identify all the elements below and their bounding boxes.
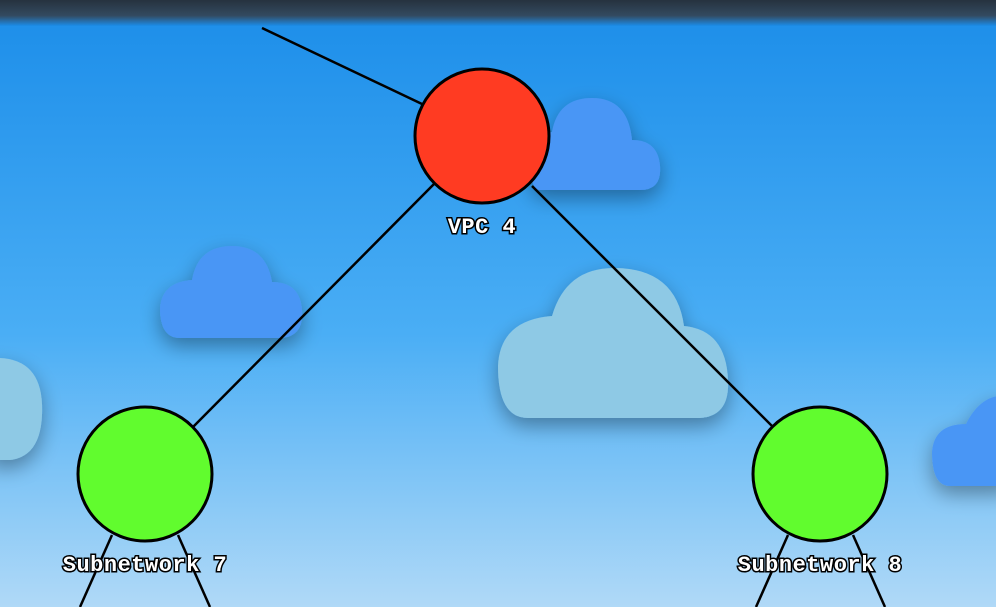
vpc-node-label: VPC 4 — [448, 215, 517, 240]
edge-subnetwork-7-child-left — [78, 534, 114, 607]
cloud-icon — [498, 268, 729, 418]
vpc-node-circle[interactable] — [413, 67, 551, 205]
edge-vpc-to-subnetwork-8 — [531, 185, 773, 427]
edge-vpc-to-subnetwork-7 — [192, 183, 435, 428]
node-subnetwork-8[interactable]: Subnetwork 8 — [736, 405, 903, 580]
cloud-icon — [932, 396, 996, 486]
subnetwork-node-circle[interactable] — [751, 405, 889, 543]
subnetwork-node-circle[interactable] — [76, 405, 214, 543]
cloud-icon — [530, 98, 661, 190]
node-subnetwork-7[interactable]: Subnetwork 7 — [61, 405, 228, 580]
subnetwork-node-label: Subnetwork 7 — [63, 553, 227, 578]
cloud-icon — [0, 358, 43, 460]
edge-subnetwork-8-child-left — [754, 534, 790, 607]
cloud-icon — [160, 246, 303, 338]
subnetwork-node-label: Subnetwork 8 — [738, 553, 902, 578]
edge-subnetwork-8-child-right — [851, 534, 887, 607]
edge-parent-to-vpc — [261, 26, 423, 106]
node-vpc-4[interactable]: VPC 4 — [413, 67, 551, 242]
edge-subnetwork-7-child-right — [176, 534, 212, 607]
top-bar — [0, 0, 996, 26]
